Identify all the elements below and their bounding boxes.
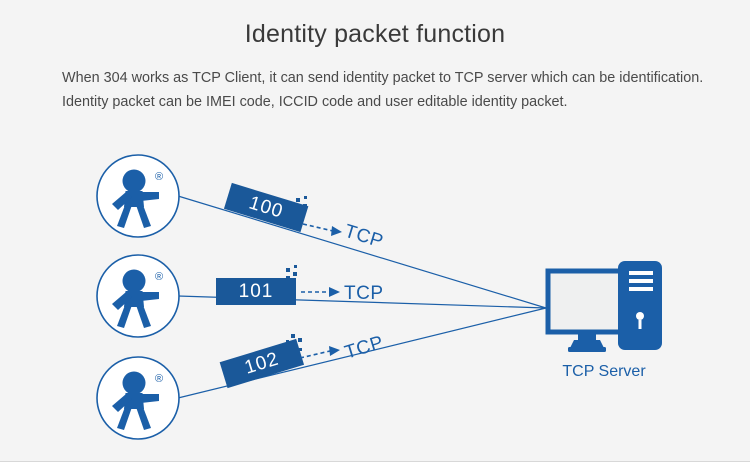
packet-1: 100 (223, 182, 309, 233)
trademark-symbol: ® (155, 171, 164, 183)
packet-2: 101 (216, 278, 296, 305)
description-text: When 304 works as TCP Client, it can sen… (62, 66, 722, 114)
description-line-2: Identity packet can be IMEI code, ICCID … (62, 94, 568, 110)
packet-1-arrow (302, 223, 342, 236)
server-group[interactable]: TCP Server (545, 261, 662, 380)
client-2-group[interactable]: ® 101 TCP (96, 254, 384, 338)
person-in-circle-icon: ® (96, 356, 180, 440)
packet-2-protocol-label: TCP (344, 283, 384, 304)
person-in-circle-icon: ® (96, 254, 180, 338)
page-title: Identity packet function (244, 20, 506, 48)
packet-2-arrow (301, 287, 340, 297)
packet-2-label: 101 (239, 281, 274, 302)
packet-1-pixel-dots (291, 196, 307, 213)
server-label: TCP Server (562, 363, 646, 380)
person-in-circle-icon: ® (96, 154, 180, 238)
client-3-group[interactable]: ® 102 TCP (96, 332, 386, 440)
client-1-group[interactable]: ® 100 (96, 154, 386, 252)
trademark-symbol: ® (155, 271, 164, 283)
packet-3-pixel-dots (286, 334, 302, 351)
packet-3: 102 (219, 338, 305, 389)
packet-3-protocol-label: TCP (342, 332, 386, 364)
connector-line-1 (177, 195, 547, 309)
desktop-computer-icon (545, 261, 662, 352)
packet-3-arrow (299, 346, 340, 359)
description-line-1: When 304 works as TCP Client, it can sen… (62, 70, 704, 86)
trademark-symbol: ® (155, 373, 164, 385)
packet-2-pixel-dots (286, 265, 297, 280)
